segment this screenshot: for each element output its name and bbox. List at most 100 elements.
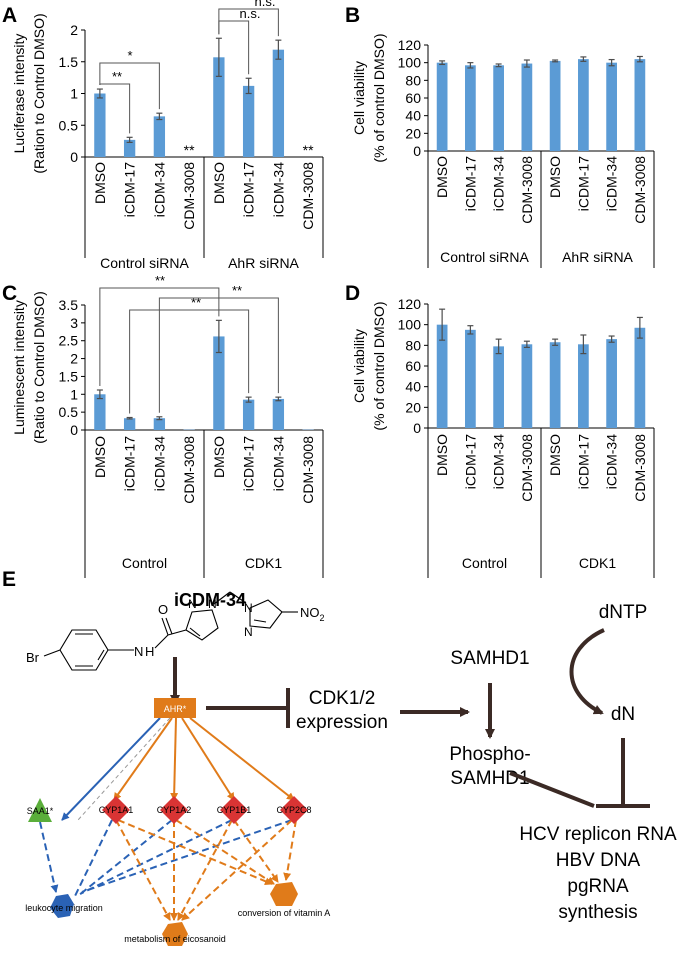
y-tick-label: 3.5 — [59, 297, 79, 313]
significance-bracket — [129, 309, 250, 414]
cdk-label-line2: expression — [296, 712, 388, 733]
group-label: Control siRNA — [440, 249, 529, 265]
category-label: CDM-3008 — [519, 434, 535, 502]
bar — [521, 63, 533, 151]
y-tick-label: 60 — [405, 358, 421, 374]
nitro-pyrazole-ring — [249, 599, 283, 629]
category-label: DMSO — [92, 162, 108, 204]
significance-bracket — [218, 8, 279, 37]
bar — [578, 344, 589, 428]
y-axis-title: (% of control DMSO) — [371, 33, 387, 162]
dntp-to-dn-curve — [569, 628, 605, 715]
significance-label: n.s. — [240, 6, 261, 21]
significance-label: ** — [184, 142, 195, 158]
y-axis-title: Cell viability — [351, 329, 367, 403]
bar — [213, 336, 225, 430]
panel-letter-c: C — [2, 282, 17, 305]
ahr-node — [154, 698, 196, 718]
bar — [436, 324, 448, 428]
category-label: CDM-3008 — [632, 434, 648, 502]
category-label: CDM-3008 — [519, 156, 535, 224]
y-tick-label: 2 — [70, 22, 78, 38]
cyp1a1-node — [102, 796, 130, 824]
atom-n-pyr1: N — [188, 597, 197, 611]
category-label: DMSO — [211, 436, 227, 478]
category-label: CDM-3008 — [300, 436, 316, 504]
significance-label: * — [127, 48, 132, 63]
significance-bracket — [99, 287, 220, 386]
category-label: iCDM-17 — [122, 162, 138, 217]
atom-no: NO2 — [300, 605, 325, 623]
bar — [213, 57, 225, 157]
bar — [242, 85, 255, 157]
group-label: Control — [122, 555, 167, 571]
bar — [549, 60, 561, 151]
category-label: iCDM-34 — [270, 162, 286, 217]
y-tick-label: 0 — [70, 422, 78, 438]
y-tick-label: 1.5 — [59, 368, 79, 384]
pyrazole-ring — [185, 609, 219, 641]
category-label: iCDM-17 — [462, 156, 478, 211]
leukocyte-migration-node — [50, 894, 74, 918]
panel-letter-a: A — [2, 4, 17, 27]
y-tick-label: 0.5 — [59, 117, 79, 133]
significance-label: ** — [155, 273, 165, 288]
atom-h-amide: H — [145, 644, 154, 659]
bar — [272, 49, 285, 158]
cyp1b1-label: CYP1B1 — [217, 805, 252, 815]
panel-letter-d: D — [345, 282, 360, 305]
category-label: CDM-3008 — [300, 162, 316, 230]
y-tick-label: 3 — [70, 315, 78, 331]
vitamin-a-node — [270, 882, 298, 906]
y-tick-label: 120 — [398, 37, 422, 53]
y-tick-label: 0.5 — [59, 404, 79, 420]
y-tick-label: 1 — [70, 86, 78, 102]
y-axis-title: Luciferase intensity — [11, 34, 27, 154]
bar — [493, 65, 504, 151]
group-label: Control siRNA — [100, 255, 189, 271]
bar — [465, 65, 476, 151]
bar — [634, 59, 646, 152]
pathway-diagram: iCDM-34 Br N H O N N N N — [25, 590, 677, 946]
atom-n-pyr4: N — [244, 625, 253, 639]
y-tick-label: 2.5 — [59, 333, 79, 349]
atom-n-amide: N — [134, 644, 143, 659]
category-label: iCDM-17 — [122, 436, 138, 491]
atom-n-pyr3: N — [244, 601, 253, 615]
category-label: iCDM-17 — [462, 434, 478, 489]
category-label: CDM-3008 — [632, 156, 648, 224]
bar — [153, 116, 166, 157]
category-label: DMSO — [547, 434, 563, 476]
category-label: iCDM-34 — [604, 156, 620, 211]
outcome-line2: HBV DNA — [556, 850, 641, 871]
category-label: CDM-3008 — [181, 436, 197, 504]
cyp1b1-node — [220, 796, 248, 824]
ahr-label: AHR* — [164, 704, 187, 714]
cyp2c8-node — [280, 796, 308, 824]
y-tick-label: 120 — [398, 296, 422, 312]
y-tick-label: 1.5 — [59, 54, 79, 70]
benzene-ring — [59, 629, 109, 671]
category-label: iCDM-34 — [604, 434, 620, 489]
bar — [634, 327, 646, 428]
dn-label: dN — [611, 704, 635, 725]
significance-label: ** — [303, 142, 314, 158]
y-tick-label: 60 — [405, 90, 421, 106]
y-axis-title: (Ration to Control DMSO) — [31, 13, 47, 173]
category-label: DMSO — [547, 156, 563, 198]
phospho-inhibit-line — [509, 771, 595, 808]
category-label: iCDM-17 — [241, 436, 257, 491]
compound-name: iCDM-34 — [174, 590, 246, 610]
bar — [242, 399, 255, 430]
samhd1-label: SAMHD1 — [450, 648, 529, 669]
cyp1a1-label: CYP1A1 — [99, 805, 134, 815]
y-tick-label: 20 — [405, 125, 421, 141]
significance-bracket — [158, 297, 279, 413]
significance-label: ** — [191, 295, 201, 310]
category-label: CDM-3008 — [181, 162, 197, 230]
bar — [153, 418, 166, 430]
bar — [578, 59, 589, 152]
y-axis-title: (Ratio to Control DMSO) — [31, 291, 47, 443]
